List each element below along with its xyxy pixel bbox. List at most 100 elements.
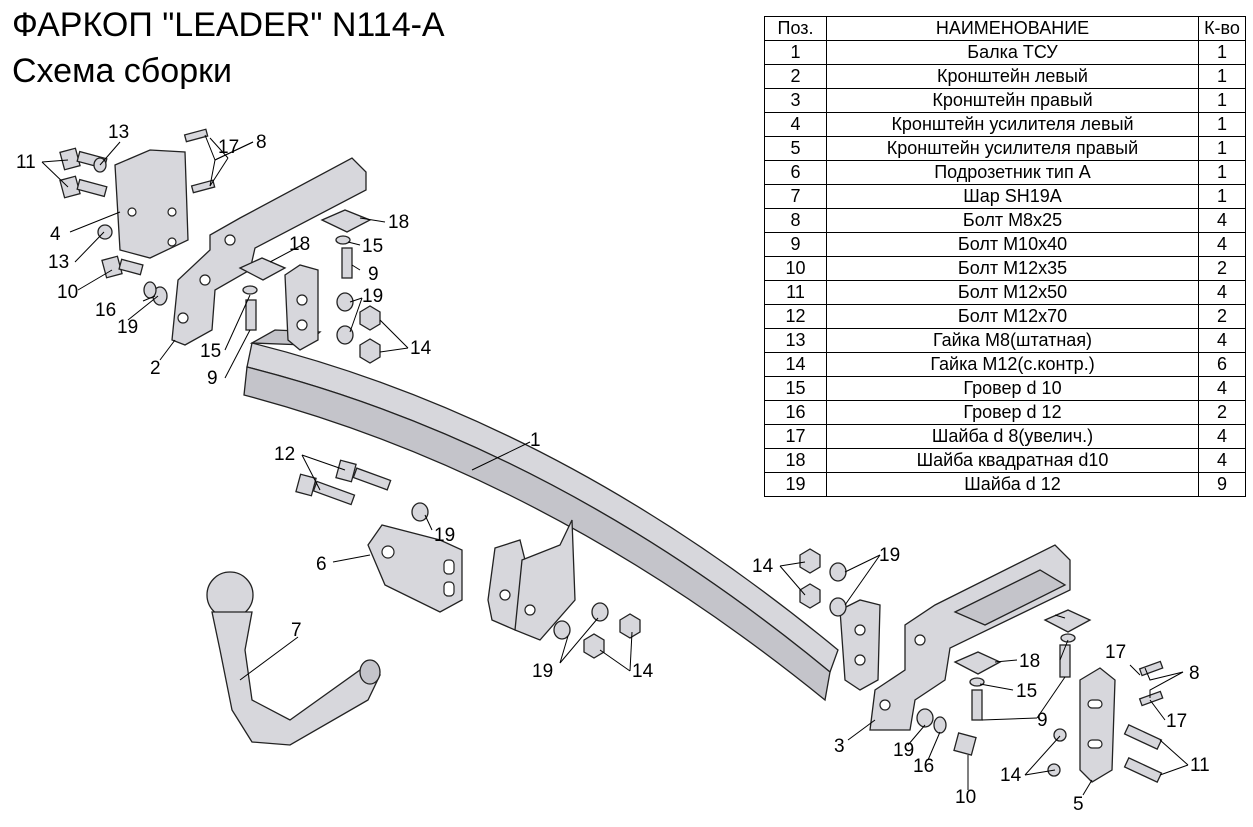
cell-qty: 9 [1198,472,1246,497]
callout-17-left: 17 [218,137,239,158]
cell-name: Гровер d 12 [826,400,1199,425]
callout-18-b: 18 [289,234,310,255]
callout-labels: 1 2 3 4 5 6 7 8 8 9 9 9 10 10 11 11 12 1… [16,122,1210,815]
callout-19-f: 19 [893,740,914,761]
cell-pos: 11 [764,280,827,305]
callout-14-d: 14 [1000,765,1022,786]
callout-7: 7 [291,620,302,641]
callout-14-b: 14 [632,661,654,682]
callout-13-b: 13 [48,252,69,273]
cell-name: Болт М8х25 [826,208,1199,233]
callout-16-right: 16 [913,756,934,777]
callout-3: 3 [834,736,845,757]
middle-mount-plates [487,519,576,641]
callout-9-a: 9 [368,264,379,285]
cell-name: Кронштейн усилителя левый [826,112,1199,137]
cell-pos: 16 [764,400,827,425]
callout-17-right-a: 17 [1105,642,1126,663]
cell-name: Кронштейн усилителя правый [826,136,1199,161]
cell-qty: 1 [1198,40,1246,65]
cell-pos: 6 [764,160,827,185]
cell-name: Шайба d 8(увелич.) [826,424,1199,449]
callout-15-a: 15 [362,236,383,257]
left-reinforcement-bracket [114,149,189,259]
cell-qty: 6 [1198,352,1246,377]
cell-name: Гайка М12(с.контр.) [826,352,1199,377]
cell-name: Гайка М8(штатная) [826,328,1199,353]
tow-ball [206,571,381,746]
cell-name: Шайба квадратная d10 [826,448,1199,473]
nuts [97,224,1067,777]
callout-17-right-b: 17 [1166,711,1187,732]
callout-19-d: 19 [532,661,553,682]
cell-pos: 19 [764,472,827,497]
callout-1: 1 [530,430,541,451]
header-pos: Поз. [764,16,827,41]
callout-10-left: 10 [57,282,78,303]
callout-5: 5 [1073,794,1084,815]
cell-qty: 2 [1198,256,1246,281]
cell-qty: 1 [1198,64,1246,89]
callout-8-left: 8 [256,132,267,153]
callout-19-b: 19 [362,286,383,307]
callout-4: 4 [50,224,61,245]
callout-18-c: 18 [1019,651,1040,672]
callout-15-b: 15 [200,341,221,362]
callout-19-c: 19 [434,525,455,546]
cell-qty: 1 [1198,184,1246,209]
tow-beam [243,329,839,702]
cell-name: Болт М12х70 [826,304,1199,329]
callout-16-left: 16 [95,300,116,321]
cell-name: Шар SH19A [826,184,1199,209]
leader-lines [41,134,1189,796]
right-reinforcement-bracket [1079,667,1116,783]
left-bracket [171,157,367,351]
callout-15-c: 15 [1016,681,1037,702]
callout-19-e: 19 [879,545,900,566]
callout-6: 6 [316,554,327,575]
callout-19-a: 19 [117,317,138,338]
callout-8-right: 8 [1189,663,1200,684]
cell-qty: 1 [1198,136,1246,161]
callout-14-c: 14 [752,556,774,577]
cell-pos: 10 [764,256,827,281]
cell-pos: 13 [764,328,827,353]
cell-name: Шайба d 12 [826,472,1199,497]
cell-qty: 2 [1198,400,1246,425]
cell-qty: 4 [1198,376,1246,401]
washers [93,157,1076,734]
right-bracket [839,544,1071,731]
callout-14-a: 14 [410,338,432,359]
callout-13-a: 13 [108,122,129,143]
callout-11-right: 11 [1190,755,1210,776]
cell-pos: 14 [764,352,827,377]
cell-pos: 5 [764,136,827,161]
cell-qty: 1 [1198,112,1246,137]
callout-18-a: 18 [388,212,409,233]
cell-qty: 4 [1198,208,1246,233]
page-title: ФАРКОП "LEADER" N114-A [12,6,445,44]
page-subtitle: Схема сборки [12,52,232,90]
callout-9-b: 9 [207,368,218,389]
callout-9-c: 9 [1037,710,1048,731]
callout-11-left: 11 [16,152,36,173]
square-washers [238,209,1092,675]
cell-pos: 17 [764,424,827,449]
